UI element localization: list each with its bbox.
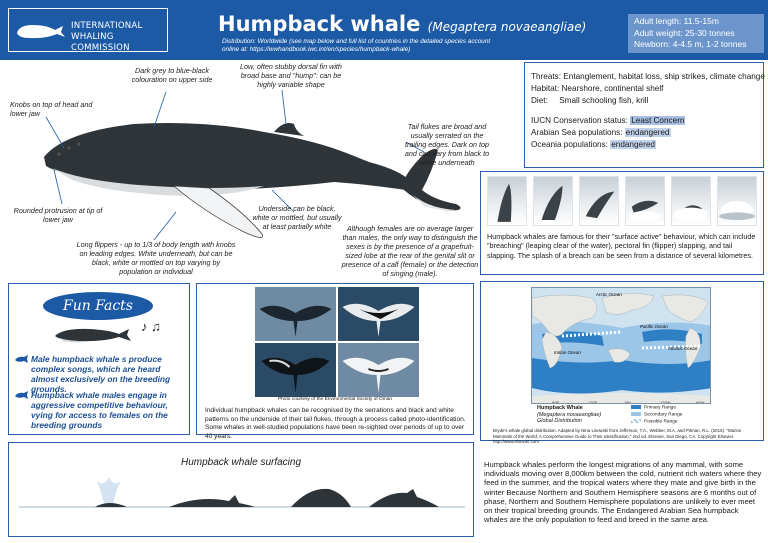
map-legend-title: Humpback Whale (Megaptera novaeangliae) … [537,405,602,424]
breach-photo [671,176,711,226]
annotation-colour: Dark grey to blue-black colouration on u… [131,66,213,84]
land-north-america [661,294,709,323]
longitude-tick-label: 120W [660,400,671,404]
blow-spout [97,477,121,507]
photo-id-text: Individual humpback whales can be recogn… [205,407,466,440]
migration-text: Humpback whales perform the longest migr… [484,460,762,525]
whale-bullet-icon [15,391,28,399]
whale-back [169,495,255,507]
iwc-logo: INTERNATIONAL WHALING COMMISSION [8,8,168,53]
longitude-tick-label: 60E [552,400,559,404]
adult-length: Adult length: 11.5-15m [634,16,719,26]
fluke-photo-grid [255,287,419,397]
legend-secondary: Secondary Range [631,411,682,419]
breach-photo [533,176,573,226]
map-citation: Bryde's whale global distribution. Adapt… [493,428,742,445]
annotation-knobs: Knobs on top of head and lower jaw [10,100,93,118]
logo-text: INTERNATIONAL WHALING COMMISSION [71,21,143,53]
threats-box: Threats: Entanglement, habitat loss, shi… [524,62,765,168]
iucn-row: IUCN Conservation status: Least Concern [531,116,686,125]
longitude-tick-label: 60W [696,400,704,404]
oceania-row: Oceania populations: endangered [531,140,656,149]
breach-photo [625,176,665,226]
page-title: Humpback whale (Megaptera novaeangliae) [218,12,587,36]
iucn-status-badge: Least Concern [630,116,686,125]
land-antarctica [532,393,710,403]
oceania-status-badge: endangered [610,140,656,149]
world-map: Arctic Ocean Pacific Ocean Atlantic Ocea… [532,288,710,404]
fluke-photo [338,343,419,397]
arabian-row: Arabian Sea populations: endangered [531,128,671,137]
land-eurasia [532,294,598,337]
leader-line [45,116,65,149]
header-bar: INTERNATIONAL WHALING COMMISSION Humpbac… [0,0,768,60]
fun-facts-box: Fun Facts ♪ ♫ Male humpback whale s prod… [8,283,190,435]
leader-line [405,141,425,153]
fun-fact-2: Humpback whale males engage in aggressiv… [15,390,187,430]
breaching-text: Humpback whales are famous for their "su… [487,232,756,260]
breach-photo [487,176,527,226]
annotation-flukes: Tail flukes are broad and usually serrat… [404,122,490,167]
legend-primary: Primary Range [631,405,682,412]
arabian-status-badge: endangered [624,128,671,137]
map-label-atlantic: Atlantic Ocean [667,346,698,351]
map-label-indian: Indian Ocean [554,350,581,355]
leader-line [153,211,177,241]
leader-line [153,91,167,128]
distribution-map: Arctic Ocean Pacific Ocean Atlantic Ocea… [531,287,711,404]
leader-line [271,189,295,213]
map-label-arctic: Arctic Ocean [596,292,622,297]
fluke-photo [255,343,336,397]
fluke-photo [255,287,336,341]
photo-credit: Photo courtesy of the Environmental Soci… [277,397,393,402]
diet-row: Diet: Small schooling fish, krill [531,96,649,105]
threats-text: Threats: Entanglement, habitat loss, shi… [531,72,765,81]
annotation-sexing: Although females are on average larger t… [341,224,479,278]
primary-range [532,358,710,394]
surfacing-title: Humpback whale surfacing [180,457,302,468]
whale-hump [291,488,351,507]
breach-photo [579,176,619,226]
longitude-tick-label: 120E [588,400,598,404]
longitude-ticks: 60E 120E 180 120W 60W [552,400,704,404]
map-legend: Primary Range Secondary Range Possible R… [631,405,682,425]
adult-weight: Adult weight: 25-30 tonnes [634,27,735,38]
whale-anatomy-illustration: Knobs on top of head and lower jaw Dark … [4,62,489,278]
photo-id-box: Photo courtesy of the Environmental Soci… [196,283,474,440]
breach-photo-strip [487,176,757,226]
whale-logo-icon [17,25,65,39]
land-asia [601,293,655,315]
fluke-photo [338,287,419,341]
scientific-name: (Megaptera novaeangliae) [427,20,587,34]
whale-dive [369,489,439,507]
whale-back [95,503,127,507]
legend-possible: Possible Range [631,418,682,426]
land-africa [541,331,563,369]
annotation-protrusion: Rounded protrusion at tip of lower jaw [13,206,103,224]
fun-facts-title: Fun Facts [43,292,153,320]
annotation-underside: Underside can be black, white or mottled… [252,204,342,231]
breach-photo [717,176,757,226]
annotation-flippers: Long flippers - up to 1/3 of body length… [76,240,236,276]
breaching-box: Humpback whales are famous for their "su… [480,171,764,275]
annotation-dorsal-fin: Low, often stubby dorsal fin with broad … [240,62,342,89]
fun-fact-1: Male humpback whale s produce complex so… [15,354,187,394]
singing-whale-icon [55,328,131,343]
surfacing-sequence-illustration [19,477,465,508]
whale-bullet-icon [15,355,28,363]
newborn-size: Newborn: 4-4.5 m, 1-2 tonnes [634,39,747,49]
map-label-pacific: Pacific Ocean [640,324,668,329]
land-south-america [685,327,701,369]
music-notes-icon: ♪ ♫ [141,319,161,334]
surfacing-box: Humpback whale surfacing [8,442,474,537]
size-stats: Adult length: 11.5-15m Adult weight: 25-… [628,14,764,53]
humpback-whale-drawing [44,89,461,241]
leader-line [53,169,63,205]
distribution-map-box: Arctic Ocean Pacific Ocean Atlantic Ocea… [480,281,764,444]
land-australia [607,348,631,363]
habitat-text: Habitat: Nearshore, continental shelf [531,84,664,93]
leader-line [281,89,287,125]
distribution-note: Distribution: Worldwide (see map below a… [222,38,491,53]
longitude-tick-label: 180 [624,400,631,404]
